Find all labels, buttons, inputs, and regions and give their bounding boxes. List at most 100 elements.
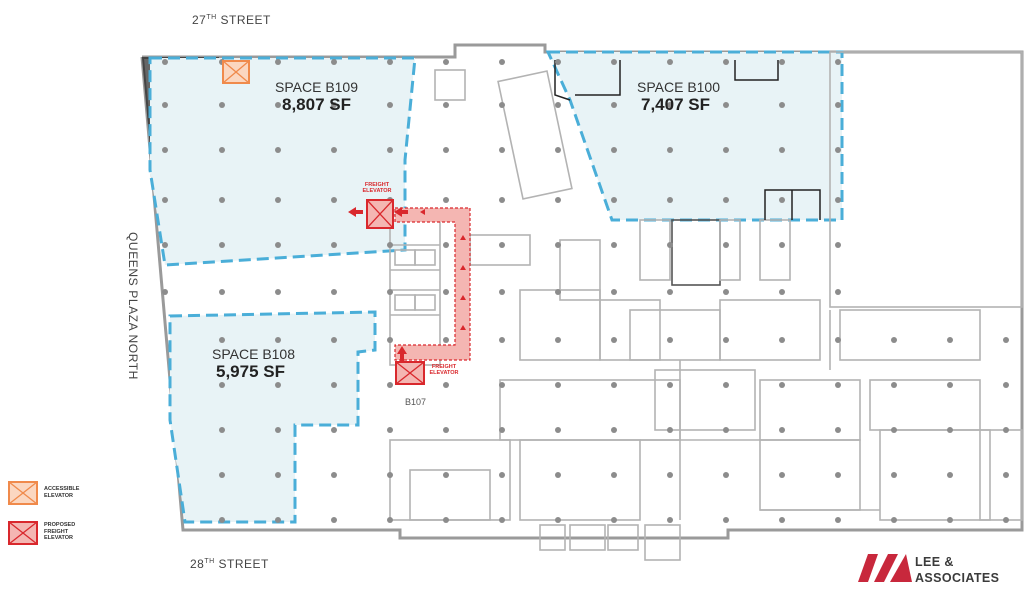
column-marker [387,59,393,65]
b100-walls [554,60,821,220]
column-marker [275,337,281,343]
column-marker [611,59,617,65]
column-marker [387,289,393,295]
column-marker [331,59,337,65]
column-marker [219,242,225,248]
column-marker [891,427,897,433]
space-b108-name: SPACE B108 [212,346,296,362]
column-marker [611,427,617,433]
column-marker [779,337,785,343]
logo-text-line1: LEE & [915,555,954,569]
column-marker [667,427,673,433]
column-marker [779,147,785,153]
column-marker [331,427,337,433]
column-marker [387,102,393,108]
column-marker [443,472,449,478]
column-marker [162,197,168,203]
column-marker [947,517,953,523]
column-marker [387,242,393,248]
column-marker [611,242,617,248]
column-marker [555,242,561,248]
column-marker [835,517,841,523]
column-marker [275,289,281,295]
column-marker [555,517,561,523]
column-marker [499,59,505,65]
column-marker [611,382,617,388]
column-marker [835,427,841,433]
column-marker [555,337,561,343]
column-marker [723,472,729,478]
column-marker [555,102,561,108]
column-marker [499,289,505,295]
column-marker [723,517,729,523]
column-marker [835,197,841,203]
column-marker [275,59,281,65]
column-marker [387,382,393,388]
column-marker [667,289,673,295]
column-marker [443,242,449,248]
column-marker [779,197,785,203]
space-b100-name: SPACE B100 [637,79,721,95]
column-marker [387,517,393,523]
freight-arrows [348,207,408,362]
column-marker [835,382,841,388]
column-marker [275,242,281,248]
column-marker [443,427,449,433]
space-b109-area-label: 8,807 SF [282,95,351,114]
column-marker [275,147,281,153]
column-marker [555,147,561,153]
column-marker [219,147,225,153]
accessible-elevator-icon [222,60,250,84]
column-marker [499,472,505,478]
column-marker [667,197,673,203]
column-marker [667,147,673,153]
column-marker [275,197,281,203]
column-marker [443,147,449,153]
space-b100-area [545,50,844,222]
column-marker [1003,517,1009,523]
column-marker [779,289,785,295]
column-marker [1003,427,1009,433]
column-marker [667,382,673,388]
column-marker [219,382,225,388]
column-marker [331,382,337,388]
column-marker [443,197,449,203]
space-b100-area-label: 7,407 SF [641,95,710,114]
column-marker [275,382,281,388]
column-marker [331,472,337,478]
column-marker [555,289,561,295]
column-marker [219,289,225,295]
building-outline [140,43,1024,540]
column-marker [723,147,729,153]
column-marker [891,337,897,343]
column-marker [387,337,393,343]
column-marker [443,517,449,523]
column-marker [331,102,337,108]
column-marker [667,102,673,108]
column-marker [331,147,337,153]
column-marker [275,517,281,523]
column-marker [219,517,225,523]
space-b109-name: SPACE B109 [275,79,359,95]
column-marker [162,102,168,108]
column-marker [499,197,505,203]
column-marker [219,197,225,203]
column-marker [667,59,673,65]
column-marker [723,382,729,388]
space-b107-label: B107 [405,397,427,407]
column-marker [891,382,897,388]
column-marker [555,472,561,478]
column-marker [947,337,953,343]
column-marker [611,337,617,343]
column-marker [443,337,449,343]
column-marker [835,289,841,295]
column-marker [667,472,673,478]
column-marker [162,289,168,295]
column-marker [723,102,729,108]
column-marker [443,289,449,295]
column-marker [1003,472,1009,478]
column-marker [779,382,785,388]
